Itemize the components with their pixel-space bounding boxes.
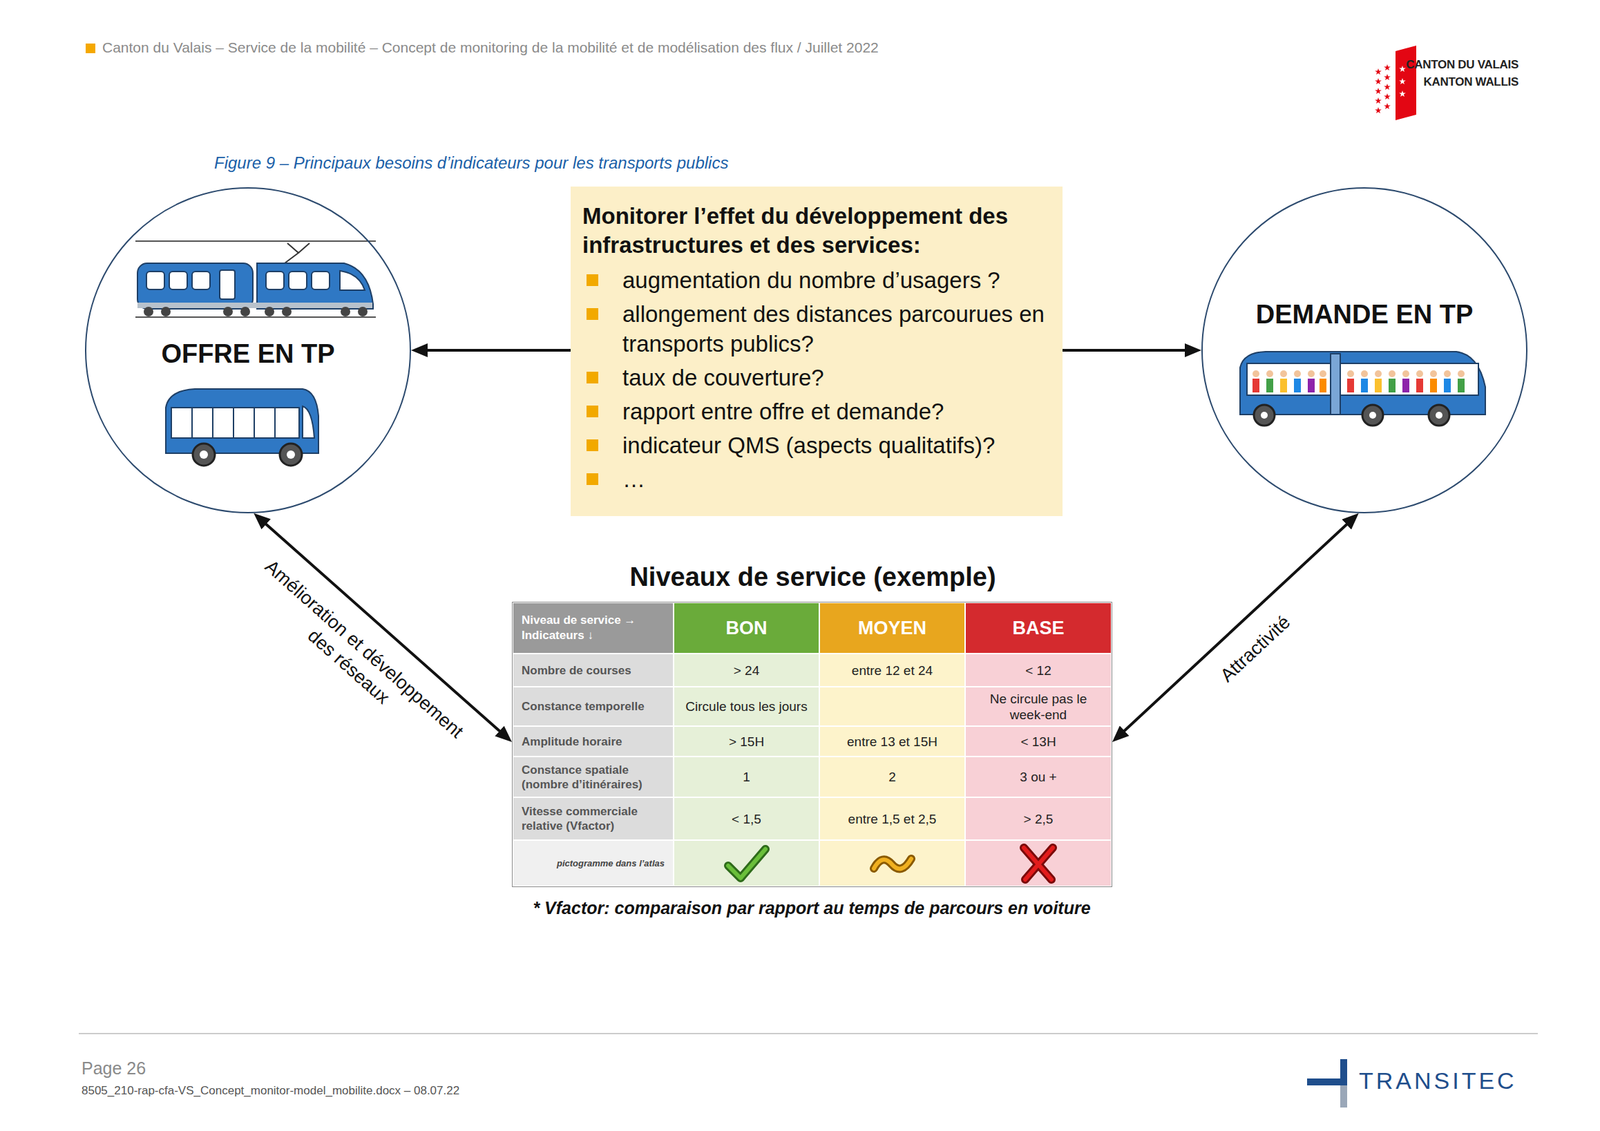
connector-arrow (417, 348, 571, 352)
box-heading: Monitorer l’effet du développement des i… (582, 201, 1055, 260)
train-icon (135, 241, 376, 318)
header-square (85, 43, 96, 54)
table-cell: 1 (674, 757, 819, 797)
table-cell: 3 ou + (965, 757, 1111, 797)
bullet-item: indicateur QMS (aspects qualitatifs)? (622, 430, 1055, 461)
table-row-label: Nombre de courses (521, 663, 632, 678)
table-cell: BON (674, 603, 819, 653)
bullet-item: augmentation du nombre d’usagers ? (622, 265, 1055, 295)
table-row-label: Constance temporelle (521, 699, 645, 714)
table-cell: 2 (820, 757, 965, 797)
table-value: < 13H (1020, 733, 1056, 750)
table-value: > 15H (728, 733, 765, 750)
table-header-cell: BON (726, 617, 768, 640)
bus-icon (165, 388, 319, 466)
table-header-cell: Niveau de service → Indicateurs ↓ (521, 612, 665, 644)
table-value: > 2,5 (1023, 811, 1054, 827)
edge-label: Amélioration et développement des réseau… (232, 543, 481, 771)
table-value: entre 13 et 15H (846, 733, 938, 750)
table-header-cell: MOYEN (858, 617, 927, 640)
table-cell: entre 13 et 15H (820, 726, 965, 756)
table-cell: Ne circule pas le week-end (965, 687, 1111, 726)
table-value: < 1,5 (731, 811, 762, 827)
table-cell (674, 840, 819, 886)
table-heading: Niveaux de service (exemple) (484, 562, 1141, 593)
logo-text: CANTON DU VALAIS (1405, 58, 1519, 72)
table-header-cell: BASE (1012, 617, 1064, 640)
check-pictogram (722, 843, 771, 884)
table-cell: > 15H (674, 726, 819, 756)
transitec-symbol (1307, 1059, 1348, 1108)
logo-text: KANTON WALLIS (1423, 75, 1519, 90)
table-cell: pictogramme dans l’atlas (513, 840, 673, 886)
connector-arrow (1062, 348, 1195, 352)
table-cell: Circule tous les jours (674, 687, 819, 726)
figure-caption: Figure 9 – Principaux besoins d’indicate… (214, 153, 729, 173)
bullet-item: taux de couverture? (622, 362, 1055, 393)
table-cell: Constance temporelle (513, 687, 673, 726)
table-row-label: Constance spatiale (nombre d’itinéraires… (521, 762, 665, 792)
table-cell: Constance spatiale (nombre d’itinéraires… (513, 757, 673, 797)
service-level-table: Niveaux de service (exemple)Niveau de se… (511, 601, 1113, 888)
table-value: Ne circule pas le week-end (974, 690, 1103, 723)
table-value: 1 (742, 768, 751, 785)
table-value: < 12 (1025, 662, 1052, 679)
table-value: entre 12 et 24 (851, 662, 933, 679)
table-row-label: Vitesse commerciale relative (Vfactor) (521, 804, 665, 834)
table-value: 2 (888, 768, 897, 785)
table-cell: < 1,5 (674, 797, 819, 840)
file-name: 8505_210-rap-cfa-VS_Concept_monitor-mode… (81, 1083, 460, 1098)
table-cell: > 2,5 (965, 797, 1111, 840)
table-row-label: Amplitude horaire (521, 734, 622, 749)
table-row-label: pictogramme dans l’atlas (556, 858, 665, 869)
table-cell: > 24 (674, 654, 819, 687)
table-cell (820, 840, 965, 886)
articulated-bus-icon (1240, 351, 1486, 426)
table-cell: BASE (965, 603, 1111, 653)
table-cell: < 13H (965, 726, 1111, 756)
bullet-item: allongement des distances parcourues en … (622, 299, 1055, 359)
table-cell: Nombre de courses (513, 654, 673, 687)
company-logo-text: TRANSITEC (1358, 1067, 1518, 1095)
table-cell: < 12 (965, 654, 1111, 687)
circle-title: OFFRE EN TP (86, 339, 410, 369)
page-number: Page 26 (81, 1058, 146, 1079)
running-header: Canton du Valais – Service de la mobilit… (102, 39, 879, 56)
table-cell: MOYEN (820, 603, 965, 653)
footnote: * Vfactor: comparaison par rapport au te… (532, 898, 1091, 919)
table-cell: entre 1,5 et 2,5 (820, 797, 965, 840)
table-cell (965, 840, 1111, 886)
table-cell (820, 687, 965, 726)
table-value: > 24 (733, 662, 760, 679)
demand-circle: DEMANDE EN TP (1201, 187, 1528, 514)
tilde-pictogram (868, 843, 917, 884)
bullet-item: rapport entre offre et demande? (622, 396, 1055, 427)
circle-title: DEMANDE EN TP (1202, 299, 1527, 330)
table-cell: entre 12 et 24 (820, 654, 965, 687)
table-value: entre 1,5 et 2,5 (848, 811, 937, 827)
footer-rule (78, 1032, 1538, 1035)
table-value: Circule tous les jours (685, 698, 807, 715)
bullet-item: … (622, 464, 1055, 494)
cross-pictogram (1014, 843, 1063, 884)
table-cell: Vitesse commerciale relative (Vfactor) (513, 797, 673, 840)
offer-circle: OFFRE EN TP (84, 187, 412, 514)
edge-label: Attractivité (1215, 610, 1296, 688)
connector-arrow (1117, 518, 1354, 738)
monitoring-box: Monitorer l’effet du développement des i… (570, 186, 1063, 517)
table-cell: Amplitude horaire (513, 726, 673, 756)
table-value: 3 ou + (1019, 768, 1057, 785)
table-cell: Niveau de service → Indicateurs ↓ (513, 603, 673, 653)
canton-logo (1374, 45, 1417, 121)
